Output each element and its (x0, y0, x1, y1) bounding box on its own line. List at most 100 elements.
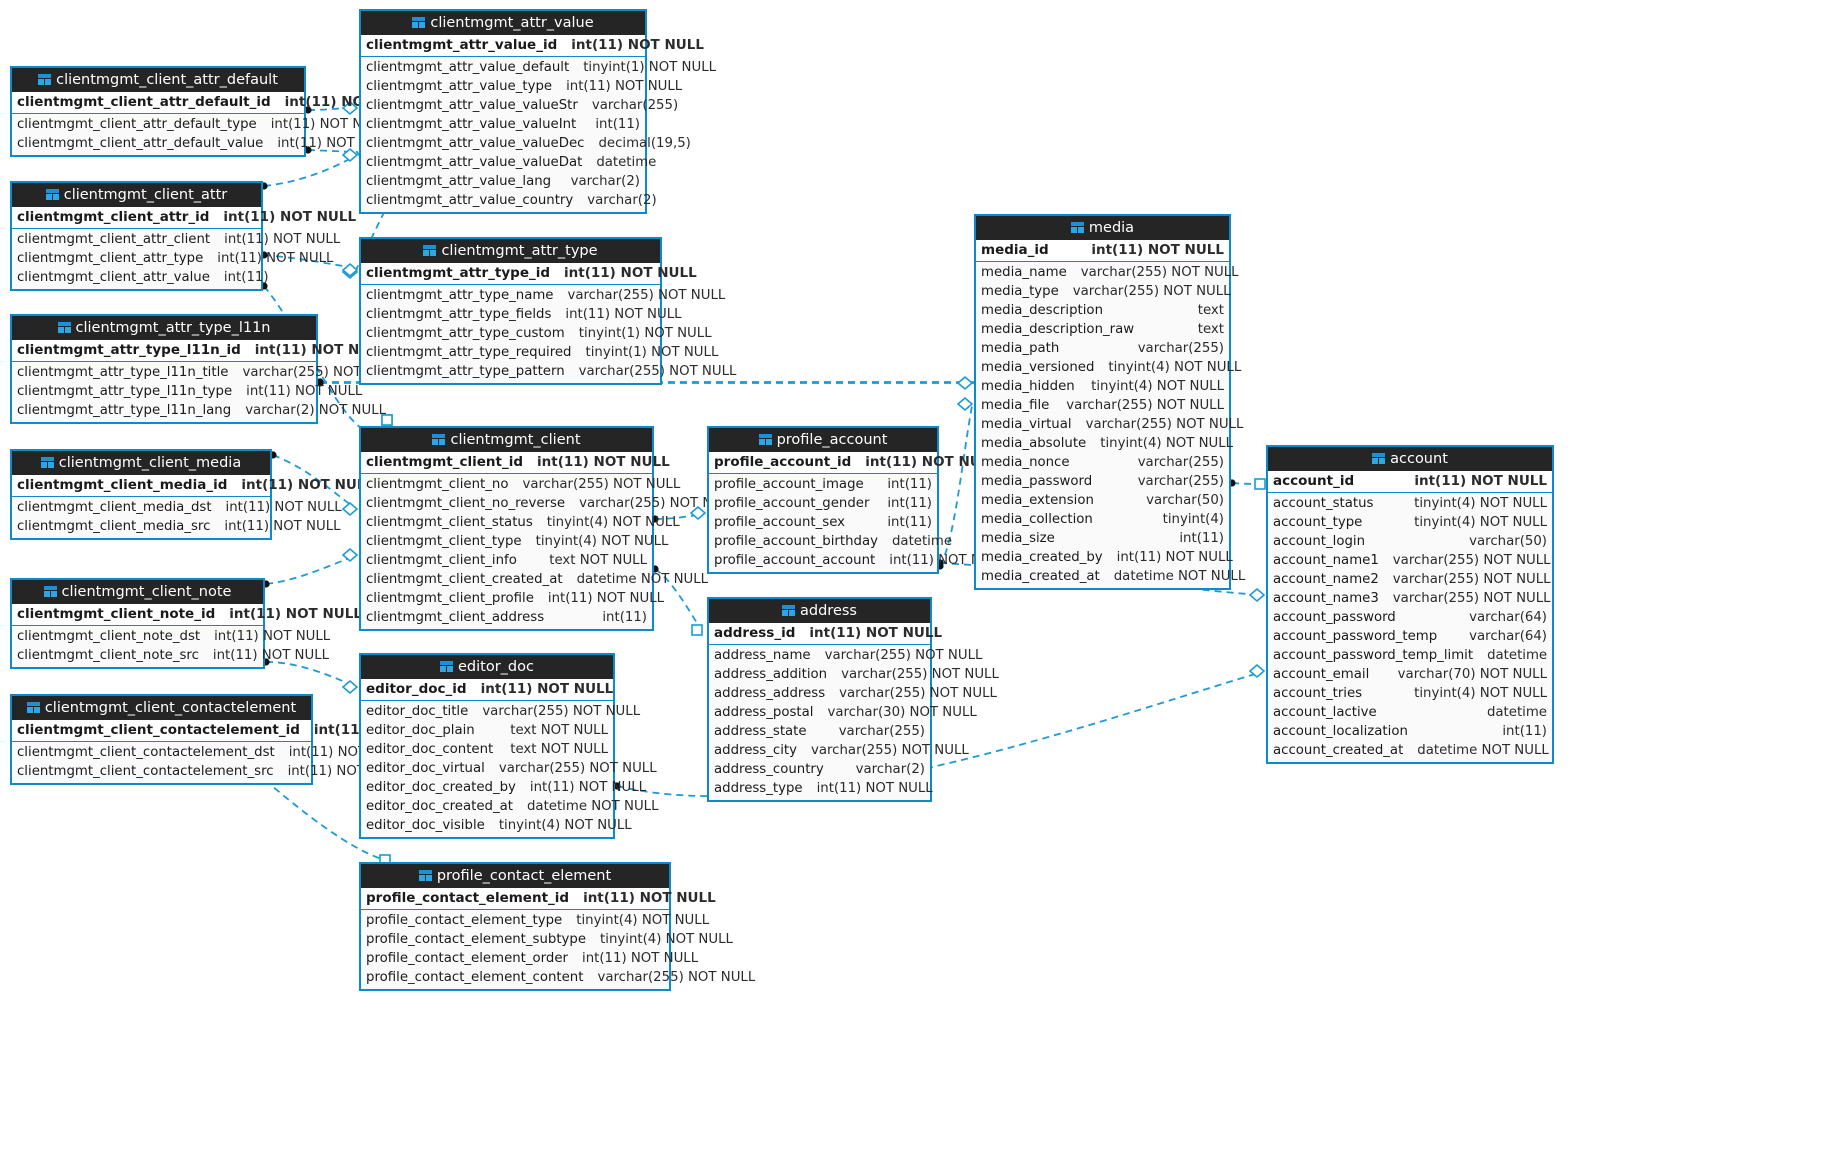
field-type: datetime (1486, 705, 1547, 720)
table-title: clientmgmt_client_attr (63, 187, 228, 203)
field-name: clientmgmt_client_note_src (17, 648, 199, 663)
field-name: profile_contact_element_type (366, 913, 563, 928)
field-type: datetime NOT NULL (576, 572, 709, 587)
field-type: varchar(255) NOT NULL (482, 704, 641, 719)
table-header[interactable]: profile_account (709, 428, 937, 452)
table-clientmgmt_client_note[interactable]: clientmgmt_client_note clientmgmt_client_… (10, 578, 362, 669)
field-type: datetime NOT NULL (1417, 743, 1549, 758)
field-type: varchar(64) (1469, 610, 1547, 625)
table-icon (782, 605, 796, 616)
table-header[interactable]: media (976, 216, 1229, 240)
field-type: int(11) NOT NULL (565, 307, 682, 322)
field-type: int(11) NOT NULL (229, 606, 362, 622)
table-header[interactable]: clientmgmt_client_attr (12, 183, 261, 207)
field-name: clientmgmt_client_media_src (17, 519, 211, 534)
field-type: tinyint(1) NOT NULL (578, 326, 712, 341)
table-header[interactable]: clientmgmt_client_note (12, 580, 263, 604)
field-name: profile_account_birthday (714, 534, 878, 549)
table-title: clientmgmt_client_media (58, 455, 242, 471)
table-header[interactable]: clientmgmt_attr_value (361, 11, 645, 35)
table-icon (1372, 453, 1386, 464)
field-name: clientmgmt_attr_value_lang (366, 174, 552, 189)
table-header[interactable]: account (1268, 447, 1552, 471)
field-type: tinyint(4) NOT NULL (1100, 436, 1234, 451)
field-type: varchar(70) NOT NULL (1397, 667, 1547, 682)
table-header[interactable]: clientmgmt_client (361, 428, 652, 452)
field-name: clientmgmt_attr_type_l11n_type (17, 384, 233, 399)
field-type: int(11) NOT NULL (217, 251, 334, 266)
field-type: text (1197, 303, 1224, 318)
field-type: datetime NOT NULL (1113, 569, 1246, 584)
table-header[interactable]: clientmgmt_attr_type_l11n (12, 316, 316, 340)
field-name: media_file (981, 398, 1050, 413)
field-name: editor_doc_id (366, 681, 467, 697)
field-name: clientmgmt_client_media_dst (17, 500, 212, 515)
table-clientmgmt_client_media[interactable]: clientmgmt_client_media clientmgmt_client… (10, 449, 374, 540)
field-type: varchar(30) NOT NULL (827, 705, 977, 720)
table-clientmgmt_client_attr_default[interactable]: clientmgmt_client_attr_default clientmgmt… (10, 66, 417, 157)
field-name: clientmgmt_client_address (366, 610, 545, 625)
field-type: int(11) NOT NULL (1116, 550, 1233, 565)
table-header[interactable]: clientmgmt_client_attr_default (12, 68, 304, 92)
table-header[interactable]: clientmgmt_client_media (12, 451, 270, 475)
field-name: clientmgmt_client_status (366, 515, 533, 530)
table-header[interactable]: editor_doc (361, 655, 613, 679)
field-name: profile_account_account (714, 553, 876, 568)
field-name: profile_account_sex (714, 515, 846, 530)
table-header[interactable]: clientmgmt_client_contactelement (12, 696, 311, 720)
table-clientmgmt_client_attr[interactable]: clientmgmt_client_attr clientmgmt_client_… (10, 181, 356, 291)
table-clientmgmt_attr_type[interactable]: clientmgmt_attr_type clientmgmt_attr_type… (359, 237, 736, 385)
table-header[interactable]: profile_contact_element (361, 864, 669, 888)
field-name: clientmgmt_client_attr_value (17, 270, 210, 285)
field-name: media_virtual (981, 417, 1072, 432)
table-header[interactable]: clientmgmt_attr_type (361, 239, 660, 263)
field-name: editor_doc_content (366, 742, 494, 757)
field-type: varchar(255) NOT NULL (839, 686, 997, 701)
table-header[interactable]: address (709, 599, 930, 623)
field-type: varchar(255) NOT NULL (1085, 417, 1244, 432)
field-type: int(11) NOT NULL (254, 342, 388, 358)
field-name: clientmgmt_client_profile (366, 591, 534, 606)
field-type: varchar(2) (570, 174, 640, 189)
table-title: account (1390, 451, 1448, 467)
field-name: clientmgmt_client_info (366, 553, 517, 568)
field-type: varchar(2) (587, 193, 657, 208)
field-type: datetime (1487, 648, 1548, 663)
field-name: account_password_temp_limit (1273, 648, 1474, 663)
